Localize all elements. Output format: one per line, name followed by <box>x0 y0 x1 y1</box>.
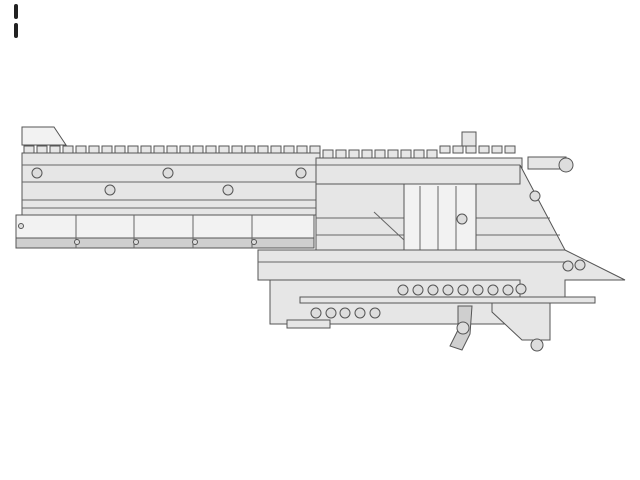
stud <box>335 149 347 159</box>
round-stud <box>74 239 80 245</box>
stud <box>270 145 282 154</box>
round-stud <box>487 284 499 296</box>
stud <box>322 149 334 159</box>
round-stud <box>310 307 322 319</box>
front-grip <box>491 302 551 352</box>
round-stud <box>31 167 43 179</box>
stud <box>127 145 139 154</box>
stud <box>231 145 243 154</box>
stud <box>374 149 386 159</box>
round-stud <box>104 184 116 196</box>
stud <box>283 145 295 154</box>
stud <box>452 145 464 154</box>
stud <box>361 149 373 159</box>
round-stud <box>427 284 439 296</box>
stud <box>218 145 230 154</box>
round-stud <box>515 283 527 295</box>
stud <box>75 145 87 154</box>
round-stud <box>369 307 381 319</box>
round-stud <box>339 307 351 319</box>
stud <box>205 145 217 154</box>
stud <box>36 145 48 154</box>
stud <box>62 145 74 154</box>
stud <box>101 145 113 154</box>
stud <box>244 145 256 154</box>
round-stud <box>133 239 139 245</box>
mark-bottom <box>14 23 18 38</box>
round-stud <box>472 284 484 296</box>
round-stud <box>18 223 24 229</box>
round-stud <box>456 213 468 225</box>
stud <box>426 149 438 159</box>
round-stud <box>574 259 586 271</box>
stud <box>153 145 165 154</box>
stud <box>296 145 308 154</box>
stud <box>179 145 191 154</box>
stud <box>491 145 503 154</box>
top-center-stud <box>461 131 477 147</box>
stud <box>309 145 321 154</box>
round-stud <box>192 239 198 245</box>
round-stud <box>325 307 337 319</box>
top-hook <box>527 156 574 202</box>
lower-body <box>257 249 626 329</box>
stud <box>400 149 412 159</box>
round-stud <box>162 167 174 179</box>
stud <box>439 145 451 154</box>
stud <box>504 145 516 154</box>
stud <box>387 149 399 159</box>
round-stud <box>412 284 424 296</box>
trigger <box>449 305 473 351</box>
stud <box>413 149 425 159</box>
top-wedge <box>21 126 67 146</box>
barrel <box>15 214 315 249</box>
studs <box>18 167 586 319</box>
round-stud <box>562 260 574 272</box>
stud <box>478 145 490 154</box>
round-stud <box>502 284 514 296</box>
stud <box>348 149 360 159</box>
round-stud <box>354 307 366 319</box>
round-stud <box>251 239 257 245</box>
stud <box>140 145 152 154</box>
stud <box>257 145 269 154</box>
round-stud <box>442 284 454 296</box>
stud <box>166 145 178 154</box>
stud <box>114 145 126 154</box>
stud <box>23 145 35 154</box>
stud <box>49 145 61 154</box>
stud <box>465 145 477 154</box>
stud <box>88 145 100 154</box>
round-stud <box>397 284 409 296</box>
mark-top <box>14 4 18 19</box>
round-stud <box>222 184 234 196</box>
round-stud <box>295 167 307 179</box>
stud <box>192 145 204 154</box>
round-stud <box>457 284 469 296</box>
corner-marks <box>14 4 18 42</box>
